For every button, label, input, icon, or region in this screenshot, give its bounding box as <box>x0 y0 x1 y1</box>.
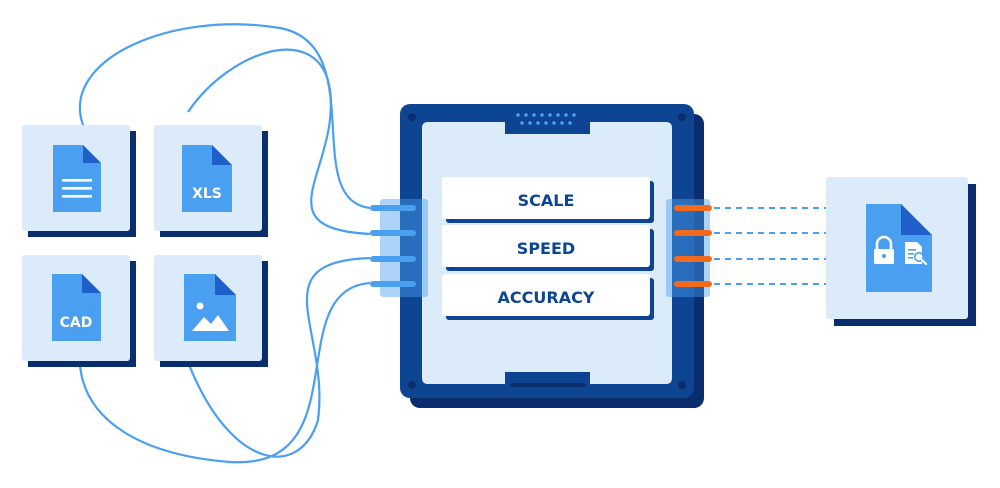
xls-file-icon: XLS <box>182 145 232 212</box>
search-document-icon <box>905 242 928 266</box>
xls-file-label: XLS <box>192 186 222 202</box>
file-card-xls: XLS <box>154 125 268 237</box>
document-icon <box>53 145 101 212</box>
output-dashed-lines <box>714 207 826 285</box>
feature-bar-speed: SPEED <box>442 225 654 271</box>
chip-pin-dots <box>516 113 576 125</box>
right-port-pins <box>674 205 712 287</box>
curve-bottom-inner <box>186 256 371 458</box>
feature-bar-scale: SCALE <box>442 177 654 223</box>
chip-bottom-slot <box>510 383 586 387</box>
feature-label-accuracy: ACCURACY <box>498 288 595 307</box>
image-file-icon <box>184 274 236 341</box>
curve-top-inner <box>187 48 371 236</box>
output-card <box>826 177 976 326</box>
file-card-image <box>154 255 268 367</box>
processor-chip: SCALE SPEED ACCURACY <box>370 104 712 408</box>
left-port-pins <box>370 205 416 287</box>
curve-bottom-outer <box>78 281 371 464</box>
chip-right-port <box>666 199 710 297</box>
file-card-cad: CAD <box>22 255 136 367</box>
feature-bar-accuracy: ACCURACY <box>442 274 654 320</box>
file-card-document <box>22 125 136 237</box>
curve-top-outer <box>78 23 371 210</box>
file-icon <box>866 204 932 292</box>
cad-file-label: CAD <box>60 315 93 331</box>
connection-curves <box>78 23 371 464</box>
cad-file-icon: CAD <box>52 274 101 341</box>
lock-icon <box>874 235 894 264</box>
feature-label-speed: SPEED <box>517 239 575 258</box>
feature-label-scale: SCALE <box>518 191 575 210</box>
input-file-grid: XLS CAD <box>22 125 268 367</box>
chip-left-port <box>380 199 428 297</box>
